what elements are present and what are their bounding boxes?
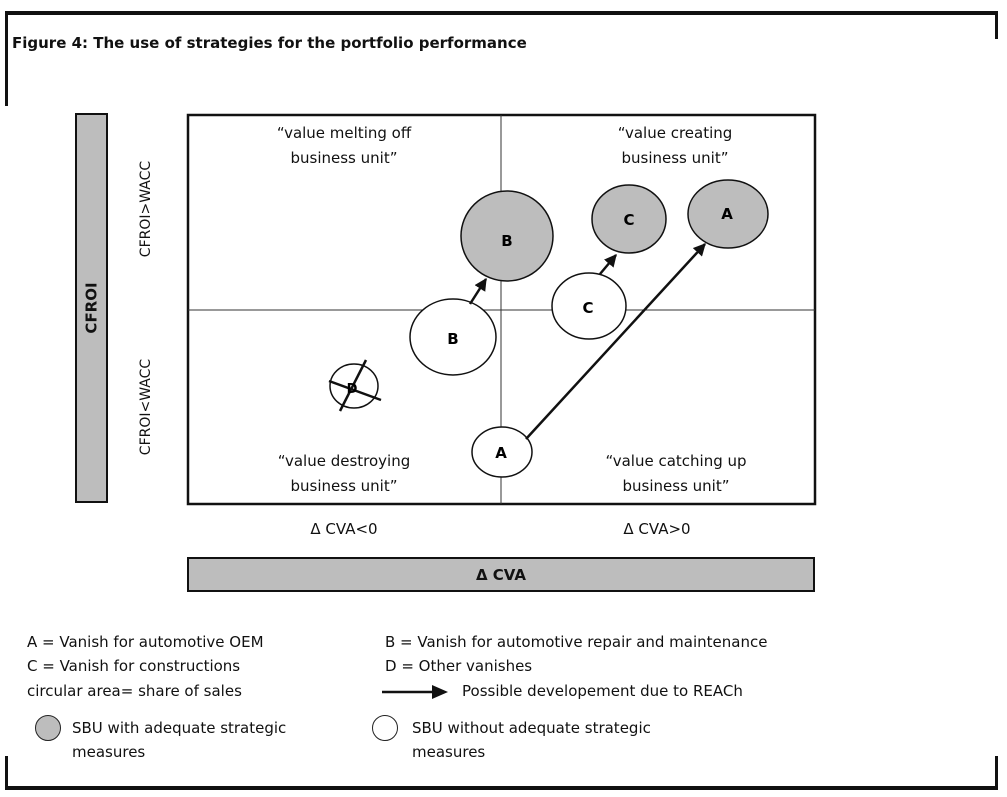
legend-arrow-icon bbox=[382, 685, 448, 699]
legend-white-circle-icon bbox=[372, 715, 398, 741]
bubble-c-without-measures bbox=[551, 272, 627, 340]
bubble-b-with-measures bbox=[460, 190, 554, 282]
arrow-b bbox=[468, 277, 488, 305]
legend-c: C = Vanish for constructions bbox=[27, 657, 241, 675]
x-axis-title: Δ CVA bbox=[475, 565, 527, 584]
bubble-a-without-measures bbox=[471, 426, 533, 478]
bubble-label-b-white: B bbox=[447, 330, 458, 348]
legend-a: A = Vanish for automotive OEM bbox=[27, 633, 264, 651]
y-axis-band bbox=[75, 113, 108, 503]
arrow-a bbox=[525, 243, 706, 440]
x-axis-left-label: Δ CVA<0 bbox=[310, 520, 378, 538]
d-cross-line-2 bbox=[328, 379, 382, 402]
bubble-label-c-grey: C bbox=[623, 211, 634, 229]
bubble-label-c-white: C bbox=[582, 299, 593, 317]
legend-arrow-text: Possible developement due to REACh bbox=[462, 682, 743, 700]
x-axis-band: Δ CVA bbox=[187, 557, 815, 592]
bubble-label-a-grey: A bbox=[721, 205, 733, 223]
bubble-label-a-white: A bbox=[495, 444, 507, 462]
figure-title: Figure 4: The use of strategies for the … bbox=[12, 34, 527, 52]
frame-bottom-rule bbox=[5, 786, 998, 790]
legend-area: circular area= share of sales bbox=[27, 682, 242, 700]
bubble-label-d: D bbox=[347, 382, 358, 397]
bubble-b-without-measures bbox=[409, 298, 497, 376]
legend-grey-circle-icon bbox=[35, 715, 61, 741]
frame-bottom-right-corner bbox=[995, 756, 998, 790]
bubble-label-b-grey: B bbox=[501, 232, 512, 250]
d-cross-line-1 bbox=[338, 359, 368, 412]
x-axis-right-label: Δ CVA>0 bbox=[623, 520, 691, 538]
frame-top-rule bbox=[5, 11, 998, 15]
bubble-c-with-measures bbox=[591, 184, 667, 254]
frame-top-right-corner bbox=[995, 11, 998, 39]
arrow-c bbox=[599, 254, 617, 275]
frame-top-left-corner bbox=[5, 11, 8, 106]
bubble-a-with-measures bbox=[687, 179, 769, 249]
legend-d: D = Other vanishes bbox=[385, 657, 533, 675]
frame-bottom-left-corner bbox=[5, 756, 8, 790]
legend-b: B = Vanish for automotive repair and mai… bbox=[385, 633, 768, 651]
